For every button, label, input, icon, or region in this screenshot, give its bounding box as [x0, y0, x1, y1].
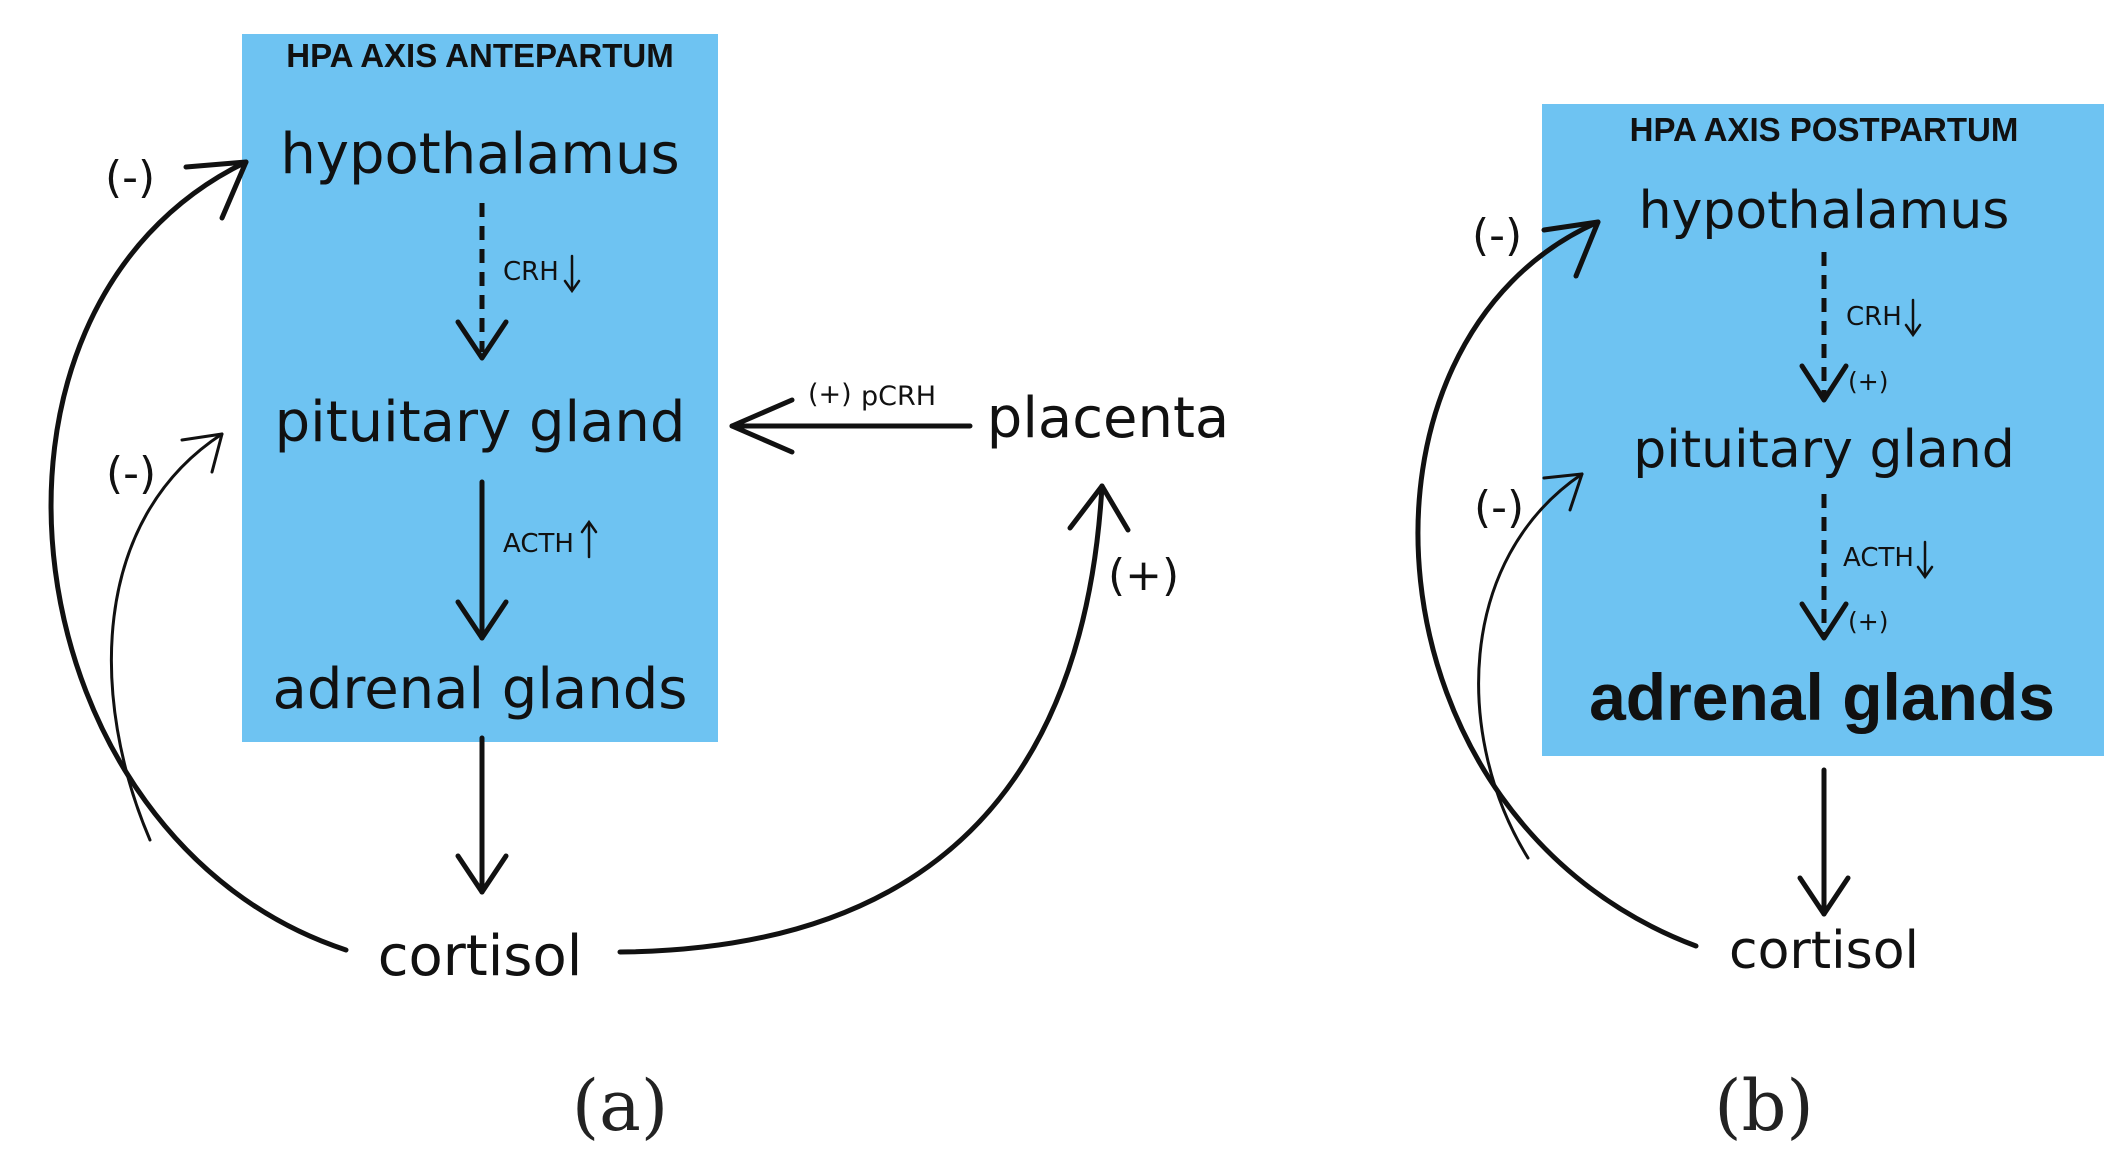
panel-a-pituitary-gland: pituitary gland — [275, 390, 686, 455]
placenta-sign: (+) — [1108, 550, 1179, 601]
feedback-to-pituitary-arrow — [109, 432, 224, 842]
panel-b-box — [1542, 104, 2104, 756]
down-arrow-icon — [1904, 298, 1922, 338]
crh-label: CRH — [503, 257, 559, 287]
pcrh-label: pCRH — [861, 381, 936, 412]
panel-b-crh-label: CRH — [1846, 302, 1902, 332]
panel-b-acth-label: ACTH — [1843, 543, 1914, 573]
panel-b-acth-arrow — [1799, 494, 1849, 641]
pcrh-arrow — [729, 397, 973, 455]
feedback-pituitary-sign: (-) — [106, 448, 156, 499]
panel-b-adrenal-glands: adrenal glands — [1589, 660, 2055, 734]
panel-a-box-title: HPA AXIS ANTEPARTUM — [286, 37, 673, 74]
panel-b-feedback-to-hypothalamus-arrow — [1415, 219, 1699, 949]
panel-b-crh-annotation: CRH (+) — [1846, 298, 1922, 396]
crh-arrow — [455, 203, 509, 361]
pcrh-sign: (+) — [808, 379, 852, 410]
up-arrow-icon — [580, 519, 598, 559]
feedback-to-hypothalamus-arrow — [48, 159, 349, 953]
acth-annotation: ACTH — [503, 519, 598, 559]
cortisol-to-placenta-arrow — [617, 483, 1131, 955]
panel-b-crh-arrow — [1799, 252, 1849, 403]
panel-b-adrenal-to-cortisol-arrow — [1797, 767, 1851, 917]
acth-arrow — [455, 479, 509, 641]
crh-annotation: CRH — [503, 254, 581, 294]
adrenal-to-cortisol-arrow — [455, 735, 509, 895]
panel-a-caption: (a) — [572, 1065, 668, 1147]
panel-a-hypothalamus: hypothalamus — [280, 122, 679, 187]
down-arrow-icon — [563, 254, 581, 294]
panel-b-cortisol: cortisol — [1729, 921, 1919, 981]
panel-b-feedback-to-pituitary-arrow — [1477, 472, 1584, 860]
panel-b: HPA AXIS POSTPARTUM hypothalamus pituita… — [1415, 104, 2104, 1147]
panel-b-acth-sign: (+) — [1848, 607, 1888, 636]
panel-b-caption: (b) — [1714, 1065, 1813, 1147]
panel-b-box-title: HPA AXIS POSTPARTUM — [1630, 111, 2019, 148]
panel-a-placenta: placenta — [987, 386, 1229, 451]
panel-a-adrenal-glands: adrenal glands — [273, 657, 688, 722]
feedback-hypothalamus-sign: (-) — [105, 152, 155, 203]
down-arrow-icon — [1916, 540, 1934, 580]
panel-b-crh-sign: (+) — [1848, 367, 1888, 396]
acth-label: ACTH — [503, 529, 574, 559]
panel-b-acth-annotation: ACTH (+) — [1843, 540, 1934, 636]
panel-b-feedback-pituitary-sign: (-) — [1474, 482, 1524, 533]
panel-a: HPA AXIS ANTEPARTUM hypothalamus pituita… — [48, 34, 1229, 1147]
panel-b-hypothalamus: hypothalamus — [1639, 181, 2010, 241]
panel-b-feedback-hypothalamus-sign: (-) — [1472, 210, 1522, 261]
panel-b-pituitary-gland: pituitary gland — [1633, 420, 2014, 480]
panel-a-cortisol: cortisol — [378, 924, 583, 989]
